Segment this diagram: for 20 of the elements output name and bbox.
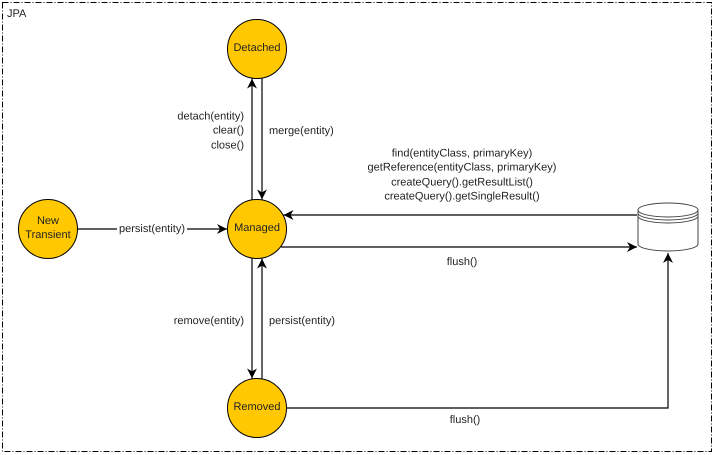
edge-label: remove(entity): [172, 314, 246, 328]
state-circle: New Transient: [18, 199, 78, 259]
edge-label: merge(entity): [267, 124, 336, 138]
edge-label: flush(): [448, 412, 482, 428]
arrow: [247, 78, 257, 200]
state-circle: Detached: [227, 19, 287, 79]
edge-label: persist(entity): [116, 222, 188, 236]
arrow: [284, 210, 637, 220]
edge-label: flush(): [444, 254, 480, 270]
arrow: [287, 253, 673, 409]
arrow: [281, 242, 637, 252]
arrow: [257, 258, 267, 378]
arrow: [247, 258, 257, 378]
database-cylinder: [637, 202, 699, 253]
arrow: [257, 78, 267, 200]
frame-title: JPA: [7, 8, 26, 20]
edge-label: detach(entity) clear() close(): [175, 110, 246, 152]
edge-label: persist(entity): [267, 314, 338, 328]
state-circle: Removed: [227, 378, 287, 438]
state-circle: Managed: [227, 199, 287, 259]
